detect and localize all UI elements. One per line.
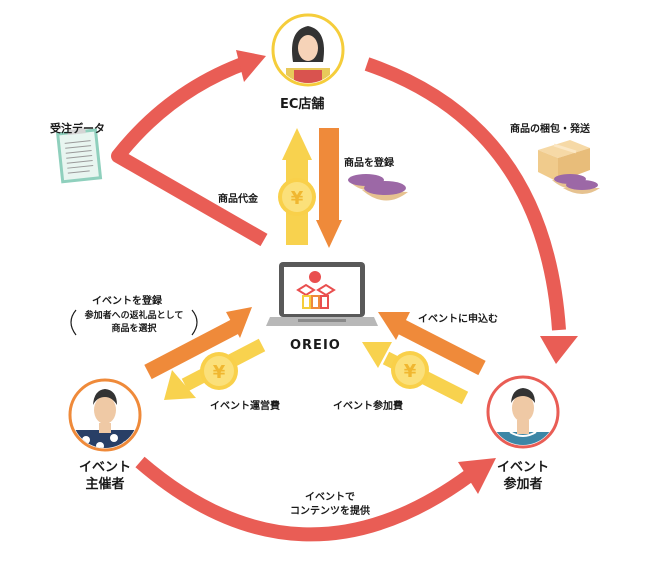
operating-fee-arrowhead <box>164 370 196 400</box>
order-data-arrow <box>111 55 268 247</box>
register-event-arrowhead <box>226 307 252 338</box>
order-data-label: 受注データ <box>50 122 105 135</box>
ec-store-label: EC店舗 <box>280 97 325 112</box>
woman-avatar-icon <box>271 13 345 87</box>
register-event-note-line1: 参加者への返礼品として <box>84 311 184 321</box>
register-arrowhead <box>316 220 342 248</box>
register-product-label: 商品を登録 <box>344 158 394 169</box>
participant-label-line2: 参加者 <box>503 477 543 492</box>
man-hawaiian-shirt-avatar-icon <box>68 378 142 452</box>
apply-event-arrow <box>396 318 486 376</box>
yen-coin-icon: ¥ <box>200 352 238 390</box>
clipboard-icon <box>56 128 103 184</box>
yen-coin-icon: ¥ <box>278 178 316 216</box>
note-right-paren <box>191 309 198 336</box>
register-arrow-shaft <box>319 128 339 223</box>
ship-arrowhead <box>540 336 578 364</box>
note-left-paren <box>70 309 77 336</box>
operating-fee-label: イベント運営費 <box>210 401 280 412</box>
man-tshirt-avatar-icon <box>486 375 560 449</box>
yen-symbol: ¥ <box>291 188 304 209</box>
provide-content-line2: コンテンツを提供 <box>290 506 370 517</box>
laptop-logo-icon <box>266 262 378 326</box>
organizer-label-line1: イベント <box>78 460 131 475</box>
ship-arrow <box>364 57 566 331</box>
provide-content-line1: イベントで <box>305 492 355 503</box>
organizer-label: イベント 主催者 <box>70 459 140 493</box>
product-payment-label: 商品代金 <box>218 194 258 205</box>
yen-coin-icon: ¥ <box>391 351 429 389</box>
order-data-arrowhead <box>236 50 266 82</box>
participant-label: イベント 参加者 <box>488 459 558 493</box>
participation-fee-label: イベント参加費 <box>333 401 403 412</box>
organizer-label-line2: 主催者 <box>85 477 125 492</box>
yen-symbol: ¥ <box>404 361 417 382</box>
content-arrowhead <box>458 458 496 494</box>
register-event-arrow <box>144 317 242 380</box>
content-arrow <box>135 456 475 542</box>
apply-event-arrowhead <box>378 312 410 340</box>
payment-arrowhead <box>282 128 312 160</box>
register-event-note-line2: 商品を選択 <box>111 324 157 334</box>
register-event-label: イベントを登録 <box>92 296 162 307</box>
box-icon <box>538 140 600 194</box>
participation-fee-arrowhead <box>362 342 392 368</box>
participant-label-line1: イベント <box>496 460 549 475</box>
apply-event-label: イベントに申込む <box>418 314 498 325</box>
yen-symbol: ¥ <box>213 362 226 383</box>
pack-ship-label: 商品の梱包・発送 <box>510 124 590 135</box>
provide-content-label: イベントで コンテンツを提供 <box>270 491 390 519</box>
oreio-label: OREIO <box>290 338 341 353</box>
sweet-potato-icon <box>348 174 408 201</box>
register-event-note: 参加者への返礼品として 商品を選択 <box>78 310 190 336</box>
